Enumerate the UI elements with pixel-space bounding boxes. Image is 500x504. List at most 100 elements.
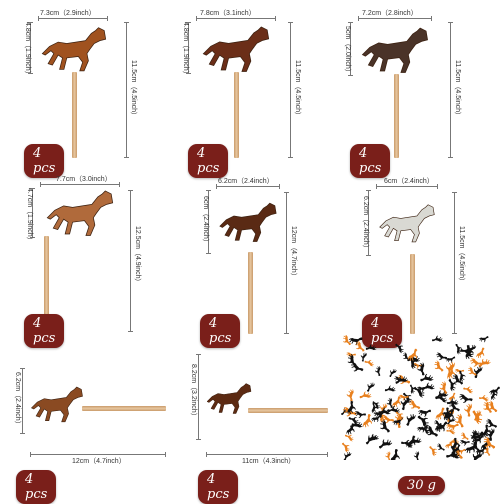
height-dimension-line <box>366 190 371 256</box>
confetti-piece <box>483 400 492 414</box>
toothpick-stick <box>248 408 328 413</box>
height-label: 4.8cm（1.9inch） <box>182 22 189 78</box>
confetti-piece <box>364 381 377 393</box>
confetti-piece <box>421 381 436 393</box>
toothpick-stick <box>44 236 49 332</box>
quantity-badge: 4 pcs <box>188 144 229 178</box>
width-dimension-line <box>358 16 432 21</box>
height-dimension-line <box>20 368 25 434</box>
width-dimension-line <box>40 182 120 187</box>
confetti-piece <box>344 432 355 444</box>
height-dimension-line <box>196 354 201 440</box>
confetti-piece <box>359 413 376 430</box>
toothpick-stick <box>72 72 77 158</box>
length-dimension-line <box>124 22 129 158</box>
toothpick-stick <box>248 252 253 334</box>
width-label: 6.2cm（2.4inch） <box>218 178 274 185</box>
length-label: 11cm（4.3inch） <box>242 458 296 465</box>
height-dimension-line <box>30 188 35 238</box>
height-label: 6.2cm（2.4inch） <box>14 372 21 428</box>
confetti-piece <box>473 347 488 360</box>
confetti-piece <box>341 441 351 454</box>
confetti-piece <box>434 349 448 364</box>
quantity-badge: 4 pcs <box>200 314 241 348</box>
quantity-badge: 4 pcs <box>350 144 391 178</box>
toothpick-stick <box>234 72 239 158</box>
confetti-piece <box>344 387 358 402</box>
confetti-piece <box>462 384 475 396</box>
length-dimension-line <box>452 192 457 334</box>
confetti-piece <box>459 430 469 442</box>
horse-confetti-pile <box>340 335 500 460</box>
width-label: 7.7cm（3.0inch） <box>56 176 112 183</box>
confetti-piece <box>445 355 456 363</box>
width-label: 7.3cm（2.9inch） <box>40 10 96 17</box>
horse-topper-icon <box>196 24 276 76</box>
length-label: 12cm（4.7inch） <box>72 458 126 465</box>
width-dimension-line <box>376 184 438 189</box>
width-dimension-line <box>216 184 280 189</box>
confetti-piece <box>358 351 370 363</box>
confetti-piece <box>384 384 397 395</box>
height-label: 4.8cm（1.9inch） <box>24 22 31 78</box>
quantity-badge: 4 pcs <box>24 314 65 348</box>
height-label: 6cm（2.4inch） <box>202 196 209 246</box>
length-label: 11.5cm（4.5inch） <box>458 226 465 286</box>
confetti-piece <box>431 335 444 345</box>
confetti-piece <box>478 335 489 343</box>
length-label: 11.5cm（4.5inch） <box>294 60 301 120</box>
confetti-piece <box>433 359 444 373</box>
horse-topper-icon <box>216 192 280 254</box>
quantity-badge: 4 pcs <box>198 470 239 504</box>
length-label: 12.5cm（4.9inch） <box>134 226 141 286</box>
confetti-piece <box>413 384 426 400</box>
height-label: 5cm（2.0inch） <box>344 26 351 76</box>
toothpick-stick <box>410 254 415 334</box>
length-label: 11.5cm（4.5inch） <box>454 60 461 120</box>
width-label: 7.8cm（3.1inch） <box>200 10 256 17</box>
toothpick-stick <box>394 74 399 158</box>
width-dimension-line <box>196 16 276 21</box>
horse-topper-icon <box>28 372 86 438</box>
confetti-piece <box>394 342 405 355</box>
confetti-piece <box>364 357 376 369</box>
confetti-piece <box>445 426 457 437</box>
height-dimension-line <box>206 190 211 254</box>
length-dimension-line <box>284 192 289 334</box>
confetti-piece <box>402 412 419 427</box>
length-dimension-line <box>30 452 166 457</box>
length-label: 11.5cm（4.5inch） <box>130 60 137 120</box>
confetti-piece <box>342 335 352 346</box>
width-label: 7.2cm（2.8inch） <box>362 10 418 17</box>
height-label: 4.7cm（1.9inch） <box>26 188 33 244</box>
width-label: 6cm（2.4inch） <box>384 178 434 185</box>
confetti-piece <box>359 390 373 401</box>
height-label: 8.2cm（3.2inch） <box>190 364 197 420</box>
confetti-piece <box>373 365 384 377</box>
quantity-badge: 4 pcs <box>16 470 57 504</box>
quantity-badge: 4 pcs <box>362 314 403 348</box>
confetti-piece <box>447 378 457 392</box>
confetti-piece <box>436 441 446 453</box>
length-dimension-line <box>206 452 328 457</box>
confetti-piece <box>478 393 490 404</box>
horse-topper-icon <box>38 24 110 76</box>
confetti-piece <box>370 414 382 423</box>
length-dimension-line <box>288 22 293 158</box>
confetti-piece <box>416 361 428 376</box>
confetti-piece <box>412 450 422 460</box>
width-dimension-line <box>38 16 108 21</box>
height-label: 6.2cm（2.4inch） <box>362 196 369 252</box>
confetti-piece <box>378 439 393 449</box>
height-dimension-line <box>348 22 353 76</box>
toothpick-stick <box>82 406 166 411</box>
confetti-piece <box>429 445 438 457</box>
confetti-piece <box>387 367 399 378</box>
confetti-piece <box>365 342 378 354</box>
length-dimension-line <box>448 22 453 158</box>
length-dimension-line <box>128 190 133 332</box>
horse-topper-icon <box>40 188 120 240</box>
confetti-weight-badge: 30 g <box>398 476 445 495</box>
horse-topper-icon <box>358 24 432 78</box>
length-label: 12cm（4.7inch） <box>290 226 297 280</box>
